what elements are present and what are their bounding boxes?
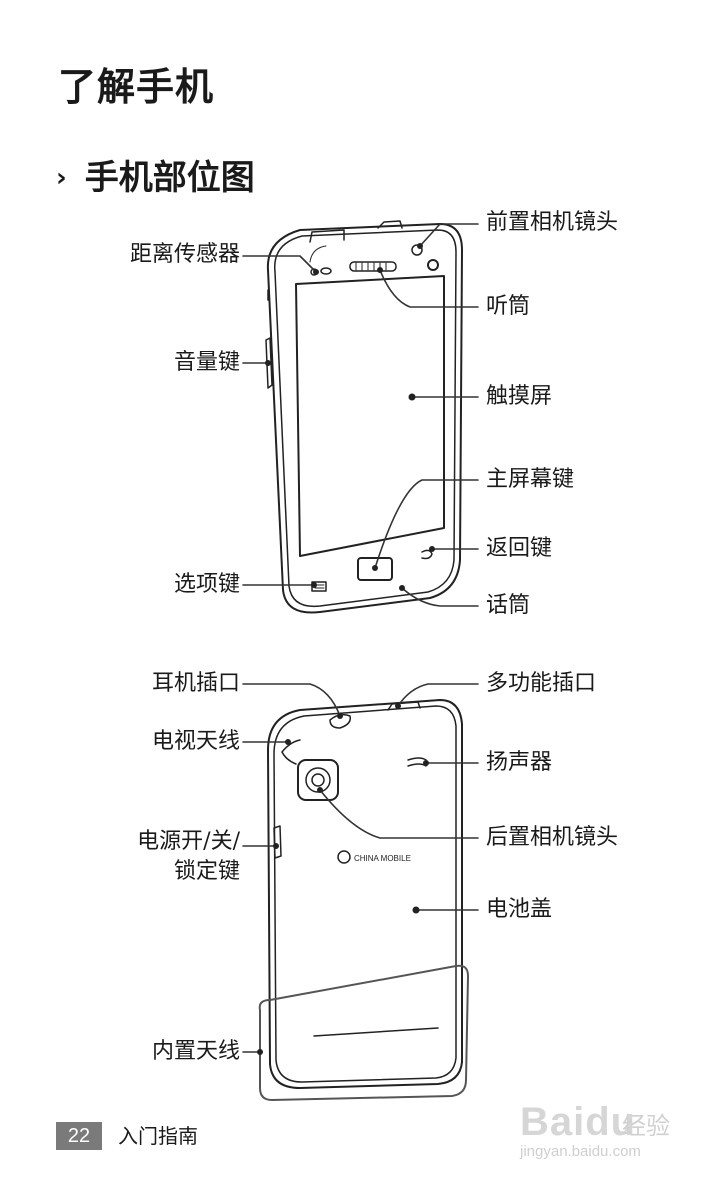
watermark-cn: 经验 <box>622 1112 670 1140</box>
label-home-key: 主屏幕键 <box>486 467 575 492</box>
label-menu-key: 选项键 <box>173 572 240 597</box>
label-headset-jack: 耳机插口 <box>151 671 240 696</box>
label-volume-key: 音量键 <box>173 350 240 375</box>
watermark-url: jingyan.baidu.com <box>520 1143 641 1160</box>
label-multifunction-jack: 多功能插口 <box>486 671 597 696</box>
back-phone <box>258 699 469 1101</box>
section-heading: › 手机部位图 <box>56 150 255 199</box>
chapter-name: 入门指南 <box>118 1124 198 1148</box>
page-title: 了解手机 <box>58 65 215 109</box>
label-internal-antenna: 内置天线 <box>151 1039 240 1064</box>
watermark-brand: Baidu <box>520 1100 637 1144</box>
label-touchscreen: 触摸屏 <box>486 384 553 409</box>
page-number: 22 <box>56 1122 102 1150</box>
label-tv-antenna: 电视天线 <box>151 729 240 754</box>
label-earpiece: 听筒 <box>486 294 531 319</box>
label-rear-camera: 后置相机镜头 <box>486 825 619 850</box>
label-power-key: 电源开/关/ 锁定键 <box>100 827 240 887</box>
label-proximity-sensor: 距离传感器 <box>129 242 240 267</box>
label-battery-cover: 电池盖 <box>486 897 553 922</box>
label-power-key-line2: 锁定键 <box>173 859 240 884</box>
label-speaker: 扬声器 <box>486 750 553 775</box>
label-microphone: 话筒 <box>486 593 531 618</box>
label-front-camera: 前置相机镜头 <box>486 210 619 235</box>
china-mobile-logo-text: CHINA MOBILE <box>354 854 411 863</box>
front-phone <box>265 220 463 614</box>
label-power-key-line1: 电源开/关/ <box>137 829 240 854</box>
label-back-key: 返回键 <box>486 536 553 561</box>
section-title: 手机部位图 <box>84 158 255 198</box>
chevron-right-icon: › <box>56 163 67 193</box>
